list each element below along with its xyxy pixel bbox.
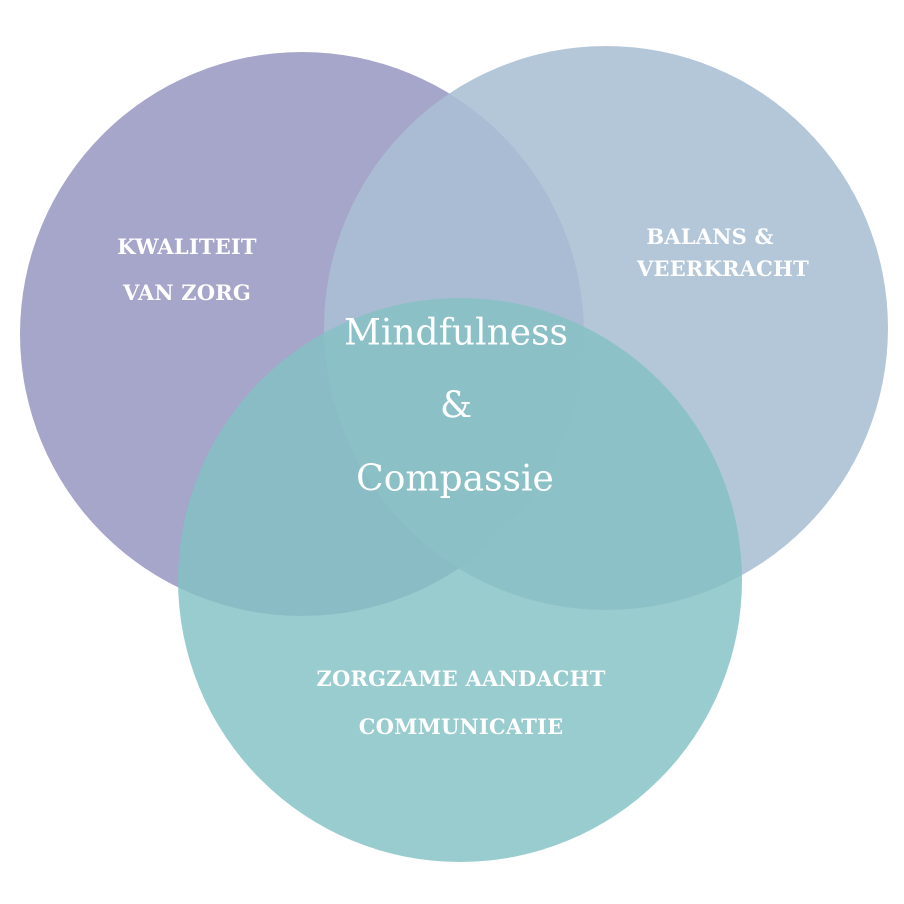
label-kwaliteit-line-2: VAN ZORG: [122, 280, 252, 305]
label-kwaliteit-van-zorg: KWALITEIT VAN ZORG: [117, 224, 257, 316]
center-title-ampersand: &: [439, 385, 473, 427]
label-zorgzame-line-1: ZORGZAME AANDACHT: [316, 666, 606, 691]
label-zorgzame-line-2: COMMUNICATIE: [358, 714, 564, 739]
label-balans-line-2: VEERKRACHT: [637, 256, 809, 281]
label-balans-line-1: BALANS &: [646, 224, 774, 249]
label-kwaliteit-line-1: KWALITEIT: [117, 234, 257, 259]
label-balans-veerkracht: BALANS & VEERKRACHT: [637, 221, 809, 285]
center-title-compassie: Compassie: [356, 458, 554, 500]
center-title-mindfulness: Mindfulness: [343, 312, 569, 354]
label-zorgzame-aandacht: ZORGZAME AANDACHT COMMUNICATIE: [316, 655, 605, 751]
circle-zorgzame-aandacht: [178, 298, 742, 862]
